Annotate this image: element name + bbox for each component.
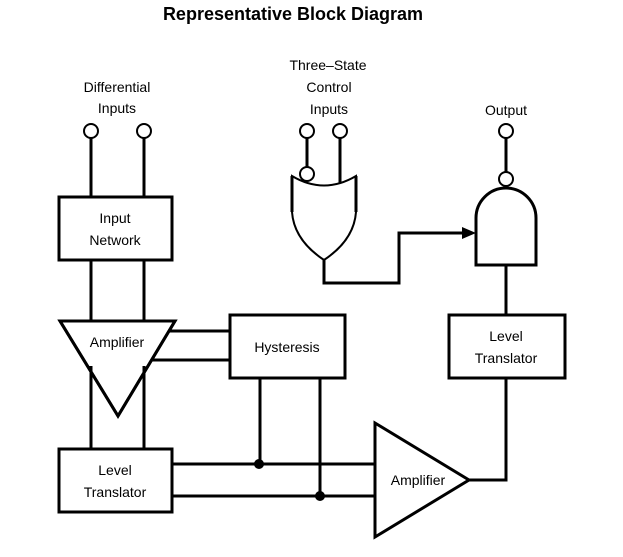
arrow-head-icon bbox=[462, 227, 476, 239]
input-network-block: Input Network bbox=[57, 195, 174, 262]
amplifier-top-label: Amplifier bbox=[90, 334, 145, 350]
amplifier-bottom-block: Amplifier bbox=[373, 420, 472, 540]
or-gate bbox=[290, 174, 358, 262]
junction-dot-1 bbox=[254, 459, 264, 469]
level-translator-right-label-1: Level bbox=[489, 328, 522, 344]
differential-input-terminal-2 bbox=[136, 123, 152, 139]
output-label: Output bbox=[485, 102, 527, 118]
level-translator-output-wires bbox=[172, 462, 375, 498]
level-translator-right-block: Level Translator bbox=[447, 313, 567, 380]
differential-input-wires bbox=[89, 138, 146, 449]
level-translator-bottom-block: Level Translator bbox=[57, 447, 174, 514]
hysteresis-block: Hysteresis bbox=[228, 313, 347, 380]
amplifier-top-outline bbox=[57, 319, 178, 419]
three-state-label-1: Three–State bbox=[289, 57, 366, 73]
differential-inputs-label-2: Inputs bbox=[98, 100, 136, 116]
or-to-and-wire bbox=[322, 231, 464, 285]
and-gate-bubble bbox=[498, 171, 514, 187]
three-state-label-3: Inputs bbox=[310, 101, 348, 117]
amplifier-top-block: Amplifier bbox=[57, 319, 178, 419]
and-gate bbox=[474, 186, 538, 267]
control-input-terminal-2 bbox=[332, 123, 348, 139]
level-translator-right-label-2: Translator bbox=[475, 350, 538, 366]
hysteresis-wires bbox=[151, 329, 322, 496]
amplifier-bottom-label: Amplifier bbox=[391, 472, 446, 488]
amplifier-output-wire bbox=[469, 378, 508, 482]
or-gate-bubble bbox=[299, 166, 315, 182]
three-state-label-2: Control bbox=[306, 79, 351, 95]
output-terminal bbox=[498, 123, 514, 139]
level-translator-bottom-label-1: Level bbox=[98, 462, 131, 478]
control-input-terminal-1 bbox=[299, 123, 315, 139]
differential-input-terminal-1 bbox=[83, 123, 99, 139]
input-network-label-2: Network bbox=[89, 232, 141, 248]
level-translator-bottom-label-2: Translator bbox=[84, 484, 147, 500]
input-network-label-1: Input bbox=[99, 210, 130, 226]
differential-inputs-label-1: Differential bbox=[84, 79, 151, 95]
junction-dot-2 bbox=[315, 491, 325, 501]
diagram-title: Representative Block Diagram bbox=[163, 4, 423, 24]
hysteresis-label: Hysteresis bbox=[254, 339, 319, 355]
